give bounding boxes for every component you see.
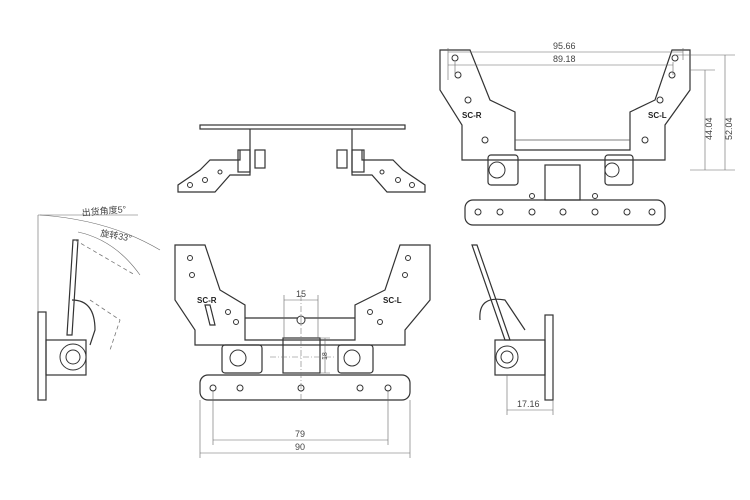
dim-width-inner: 89.18 bbox=[553, 54, 576, 64]
dim-side-depth: 17.16 bbox=[517, 399, 540, 409]
dim-slot-height: 18 bbox=[322, 352, 329, 360]
dim-width-outer: 95.66 bbox=[553, 41, 576, 51]
label-sc-r-front: SC-R bbox=[197, 296, 217, 305]
label-shipping-angle: 出货角度5° bbox=[81, 203, 127, 218]
top-view bbox=[177, 124, 426, 193]
rear-view: SC-R SC-L 95.66 89.18 44.04 52.04 bbox=[439, 41, 735, 226]
label-sc-l-front: SC-L bbox=[383, 296, 402, 305]
dim-height-inner: 44.04 bbox=[704, 117, 714, 140]
dim-base-length: 90 bbox=[295, 442, 305, 452]
dim-height-outer: 52.04 bbox=[724, 117, 734, 140]
side-view: 17.16 bbox=[471, 244, 554, 415]
label-sc-r-rear: SC-R bbox=[462, 111, 482, 120]
label-sc-l-rear: SC-L bbox=[648, 111, 667, 120]
dim-slot-width: 15 bbox=[296, 289, 306, 299]
front-view: SC-R SC-L 15 18 79 90 bbox=[174, 244, 431, 458]
side-view-rotation: 出货角度5° 旋转33° bbox=[37, 203, 161, 401]
dim-base-holes-span: 79 bbox=[295, 429, 305, 439]
